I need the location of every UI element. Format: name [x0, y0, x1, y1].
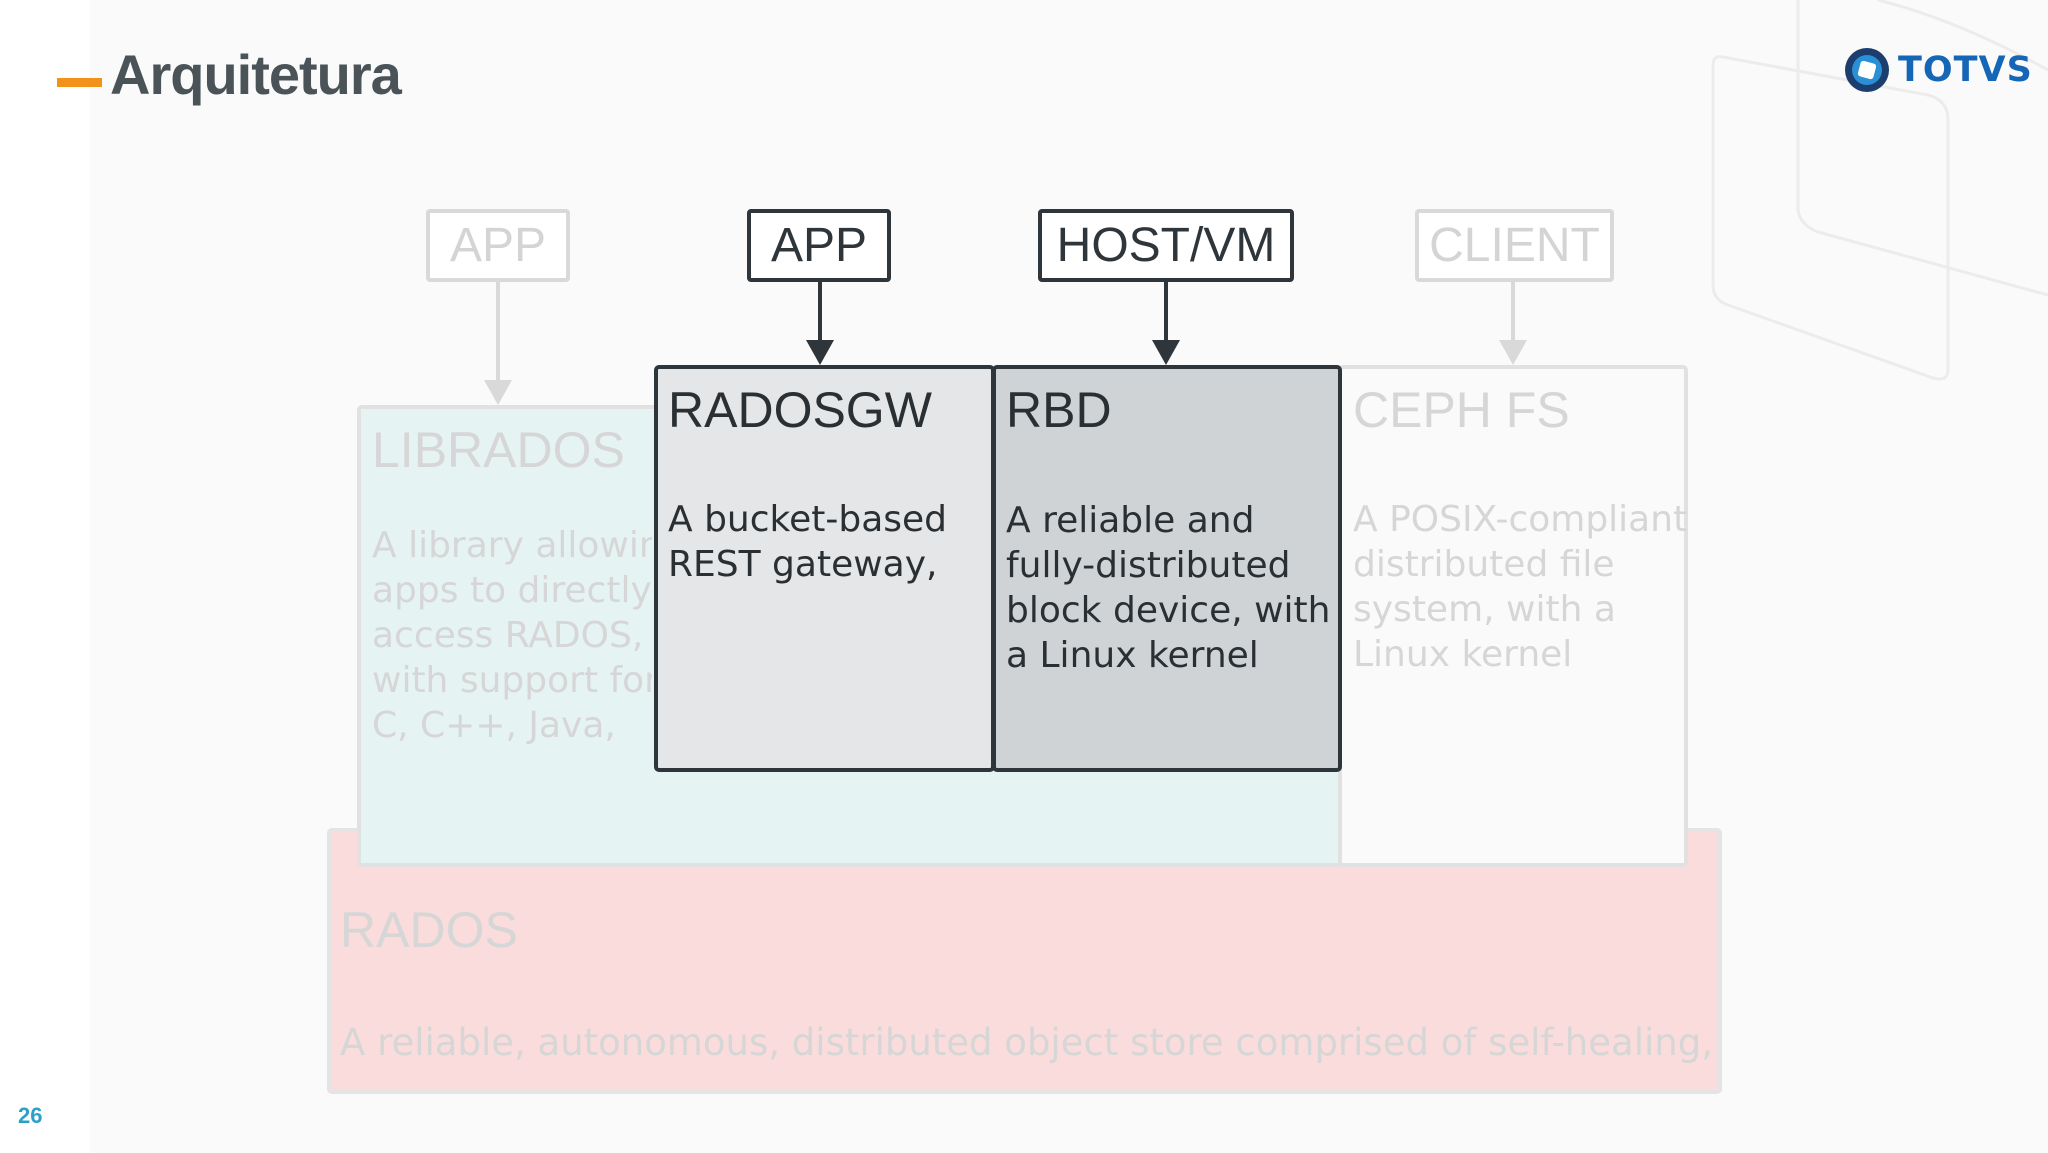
radosgw-box [654, 365, 995, 772]
librados-desc: A library allowing apps to directly acce… [372, 525, 652, 746]
rbd-title: RBD [1006, 382, 1112, 438]
client-label-app-librados: APP [426, 209, 570, 282]
rados-title: RADOS [340, 902, 518, 958]
client-label-app-radosgw: APP [747, 209, 891, 282]
logo-text: TOTVS [1898, 50, 2033, 90]
rados-box [327, 828, 1722, 1094]
librados-title: LIBRADOS [372, 422, 625, 478]
rbd-desc: A reliable and fully-distributed block d… [1006, 500, 1331, 676]
cephfs-box [1338, 365, 1688, 867]
title-accent-bar [57, 78, 102, 87]
radosgw-title: RADOSGW [668, 382, 932, 438]
totvs-logo-icon [1845, 48, 1889, 92]
client-label-client: CLIENT [1415, 209, 1614, 282]
radosgw-desc: A bucket-based REST gateway, [668, 499, 948, 585]
decorative-shapes [1711, 0, 2048, 381]
rbd-box [992, 365, 1342, 772]
page-number: 26 [18, 1103, 43, 1128]
cephfs-desc: A POSIX-compliant distributed file syste… [1353, 499, 1688, 675]
slide-header: Arquitetura [57, 42, 402, 107]
totvs-logo: TOTVS [1844, 47, 2033, 93]
page-title: Arquitetura [110, 43, 402, 106]
client-label-host-vm: HOST/VM [1038, 209, 1294, 282]
cephfs-title: CEPH FS [1353, 382, 1570, 438]
rados-desc: A reliable, autonomous, distributed obje… [340, 1021, 1713, 1064]
